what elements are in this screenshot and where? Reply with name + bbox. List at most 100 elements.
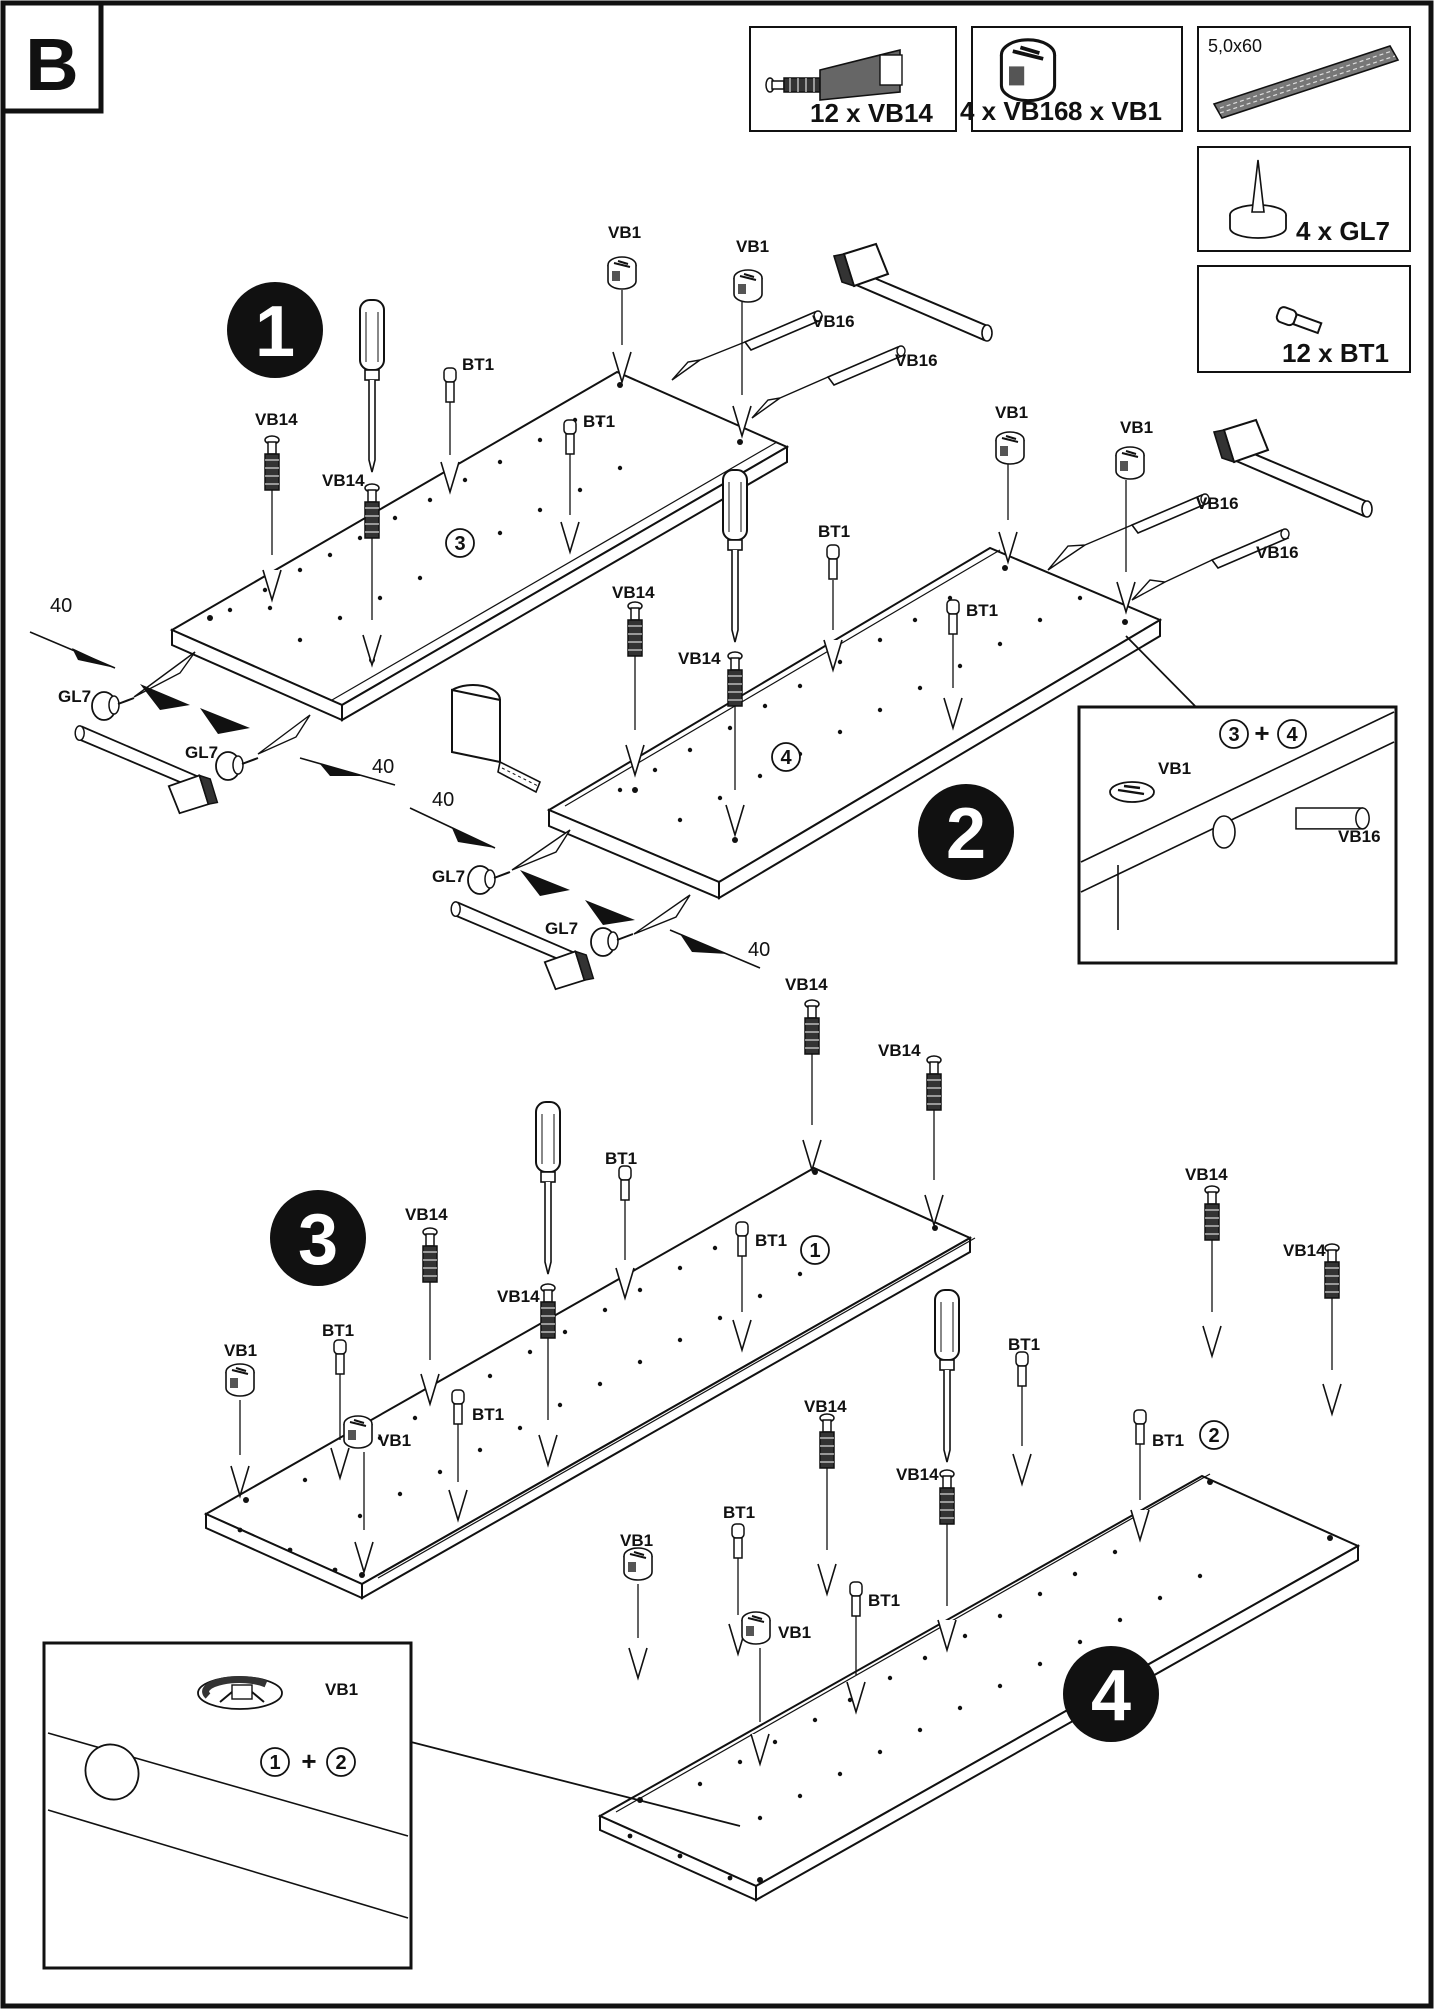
gl7-label: GL7 <box>432 867 465 886</box>
vb1-label: VB1 <box>736 237 769 256</box>
svg-text:4: 4 <box>780 747 792 769</box>
vb14-label: VB14 <box>785 975 828 994</box>
bt1-label: BT1 <box>583 412 615 431</box>
vb1-icon <box>1109 781 1155 803</box>
vb14-label: VB14 <box>322 471 365 490</box>
step-1-badge: 1 <box>227 282 323 378</box>
distance-marker: 40 <box>669 929 770 969</box>
section-box: B <box>0 0 104 114</box>
svg-text:3: 3 <box>454 533 465 555</box>
bt1-label: BT1 <box>605 1149 637 1168</box>
gl7-quantity: 4 x GL7 <box>1296 216 1390 246</box>
vb14-label: VB14 <box>678 649 721 668</box>
distance-marker: 40 <box>409 789 496 849</box>
bt1-label: BT1 <box>868 1591 900 1610</box>
bt1-label: BT1 <box>723 1503 755 1522</box>
dowel-size: 5,0x60 <box>1208 36 1262 56</box>
svg-text:+: + <box>1254 718 1269 748</box>
vb1-icon <box>343 1415 373 1449</box>
vb1-label: VB1 <box>995 403 1028 422</box>
step-1-number: 1 <box>255 292 295 372</box>
bt1-icon <box>333 1339 347 1375</box>
vb16-label: VB16 <box>812 312 855 331</box>
vb14-label: VB14 <box>612 583 655 602</box>
vb14-label: VB14 <box>497 1287 540 1306</box>
bt1-icon <box>618 1165 632 1201</box>
panel-2-board <box>597 1473 1361 1902</box>
vb1-label: VB1 <box>224 1341 257 1360</box>
bt1-label: BT1 <box>472 1405 504 1424</box>
bt1-icon <box>946 599 960 635</box>
vb1-label: VB1 <box>1158 759 1191 778</box>
step-2-number: 2 <box>946 794 986 874</box>
panel-ref-1: 1 <box>800 1235 830 1265</box>
svg-text:2: 2 <box>335 1752 346 1774</box>
vb14-label: VB14 <box>1283 1241 1326 1260</box>
vb1-label: VB1 <box>778 1623 811 1642</box>
step-4-badge: 4 <box>1063 1646 1159 1742</box>
vb14-quantity: 12 x VB14 <box>810 98 933 128</box>
panel-ref-3: 3 <box>445 528 475 558</box>
vb1-icon <box>607 256 637 290</box>
parts-legend: 12 x VB14 4 x VB16 8 x VB1 5,0x60 <box>749 26 1411 373</box>
part-box-gl7: 4 x GL7 <box>1197 146 1411 252</box>
step-3-badge: 3 <box>270 1190 366 1286</box>
vb1-label: VB1 <box>1120 418 1153 437</box>
bt1-label: BT1 <box>755 1231 787 1250</box>
gl7-label: GL7 <box>185 743 218 762</box>
panel-3-holes <box>207 382 743 663</box>
vb14-label: VB14 <box>878 1041 921 1060</box>
distance-marker: 40 <box>299 756 396 786</box>
detail-inset-3-4: VB1 VB16 3 + 4 <box>1077 635 1398 965</box>
gl7-part-icon <box>1229 159 1287 239</box>
svg-text:2: 2 <box>1208 1425 1219 1447</box>
panel-2-holes <box>627 1479 1333 1883</box>
detail-inset-1-2: VB1 1 + 2 <box>42 1641 741 1970</box>
vb1-icon <box>623 1547 653 1581</box>
vb1-quantity: 8 x VB1 <box>1068 96 1162 126</box>
bt1-icon <box>826 544 840 580</box>
vb14-label: VB14 <box>1185 1165 1228 1184</box>
panel-4-board <box>546 546 1163 900</box>
step-2-badge: 2 <box>918 784 1014 880</box>
vb14-label: VB14 <box>804 1397 847 1416</box>
bt1-icon <box>443 367 457 403</box>
step-3-illustration: 3 1 VB14 VB14 VB14 VB14 BT1 BT1 BT <box>203 975 976 1600</box>
bt1-icon <box>731 1523 745 1559</box>
vb16-label: VB16 <box>895 351 938 370</box>
section-letter: B <box>25 23 78 106</box>
panel-ref-4: 4 <box>771 742 801 772</box>
bt1-icon <box>849 1581 863 1617</box>
vb14-label: VB14 <box>255 410 298 429</box>
part-box-vb14: 12 x VB14 <box>749 26 957 132</box>
vb1-label: VB1 <box>378 1431 411 1450</box>
vb16-quantity: 4 x VB16 <box>960 96 1068 126</box>
bt1-icon <box>735 1221 749 1257</box>
panel-ref-2: 2 <box>1199 1420 1229 1450</box>
svg-text:+: + <box>301 1746 316 1776</box>
dowel-part-icon <box>1212 45 1400 119</box>
vb1-icon <box>733 269 763 303</box>
part-box-bt1: 12 x BT1 <box>1197 265 1411 373</box>
step-2-illustration: 2 4 VB14 VB14 BT1 BT1 VB1 VB1 <box>409 403 1373 991</box>
bt1-label: BT1 <box>322 1321 354 1340</box>
step-3-number: 3 <box>298 1200 338 1280</box>
bt1-label: BT1 <box>462 355 494 374</box>
bt1-quantity: 12 x BT1 <box>1282 338 1389 368</box>
vb1-icon <box>995 431 1025 465</box>
gl7-label: GL7 <box>545 919 578 938</box>
detail-ref: 1 + 2 <box>260 1746 356 1777</box>
svg-text:40: 40 <box>432 789 454 811</box>
bt1-icon <box>1015 1351 1029 1387</box>
gl7-label: GL7 <box>58 687 91 706</box>
vb14-label: VB14 <box>405 1205 448 1224</box>
vb1-icon <box>1115 446 1145 480</box>
svg-text:40: 40 <box>748 939 770 961</box>
bt1-label: BT1 <box>818 522 850 541</box>
bt1-label: BT1 <box>1008 1335 1040 1354</box>
vb1-part-icon <box>999 37 1057 103</box>
vb1-label: VB1 <box>325 1680 358 1699</box>
vb16-label: VB16 <box>1196 494 1239 513</box>
vb1-icon <box>741 1611 771 1645</box>
